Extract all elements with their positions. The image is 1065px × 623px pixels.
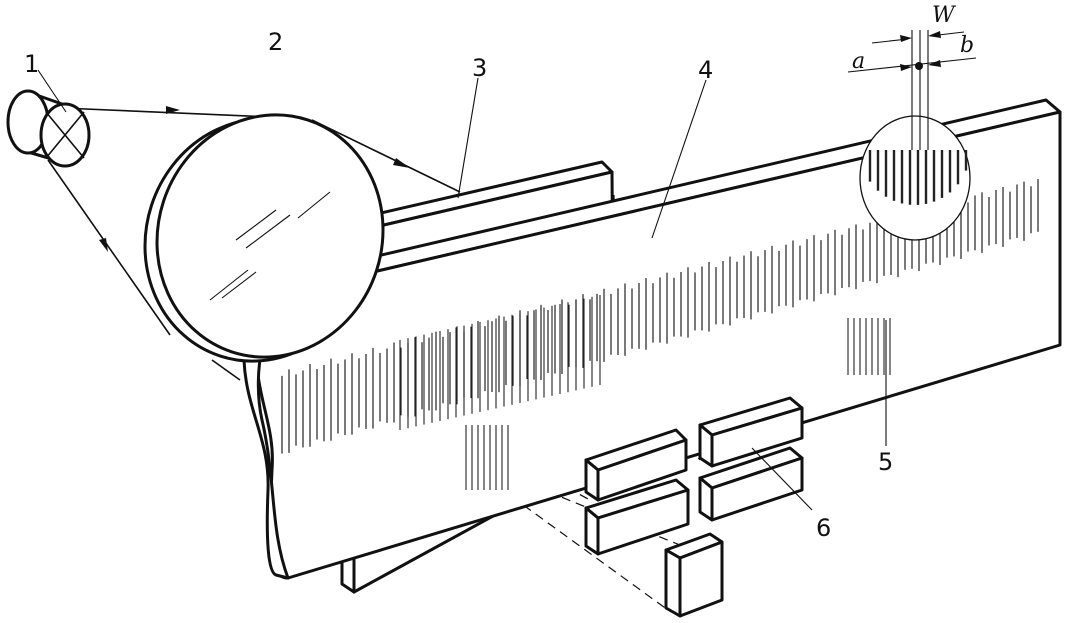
label-1: 1 <box>24 50 39 78</box>
label-a: a <box>852 49 865 74</box>
photocells-6 <box>584 396 804 618</box>
leader-lines <box>37 69 887 511</box>
photocell-top-left <box>584 428 688 502</box>
light-source-1 <box>6 89 91 168</box>
ray-arrow-right <box>393 158 410 168</box>
photocell-top-right <box>698 396 804 468</box>
measure-dot <box>915 62 923 70</box>
label-b: b <box>960 33 974 58</box>
photocell-bottom-left <box>584 478 690 556</box>
label-W: W <box>932 3 957 28</box>
photocell-reference <box>664 532 724 618</box>
indicator-grating-lines <box>399 295 891 490</box>
label-2: 2 <box>268 28 283 56</box>
ray-arrow-top <box>166 106 180 114</box>
magnifier-circle <box>859 115 971 241</box>
lens-2 <box>143 113 385 363</box>
photocell-bottom-right <box>698 446 804 522</box>
magnified-grating-lines <box>868 150 968 205</box>
label-5: 5 <box>878 448 893 476</box>
label-4: 4 <box>698 56 713 84</box>
labels: 1 2 3 4 5 6 W a b <box>24 3 974 542</box>
label-3: 3 <box>472 54 487 82</box>
ray-arrow-bottom <box>99 238 108 252</box>
magnified-view <box>847 30 977 241</box>
label-6: 6 <box>816 514 831 542</box>
